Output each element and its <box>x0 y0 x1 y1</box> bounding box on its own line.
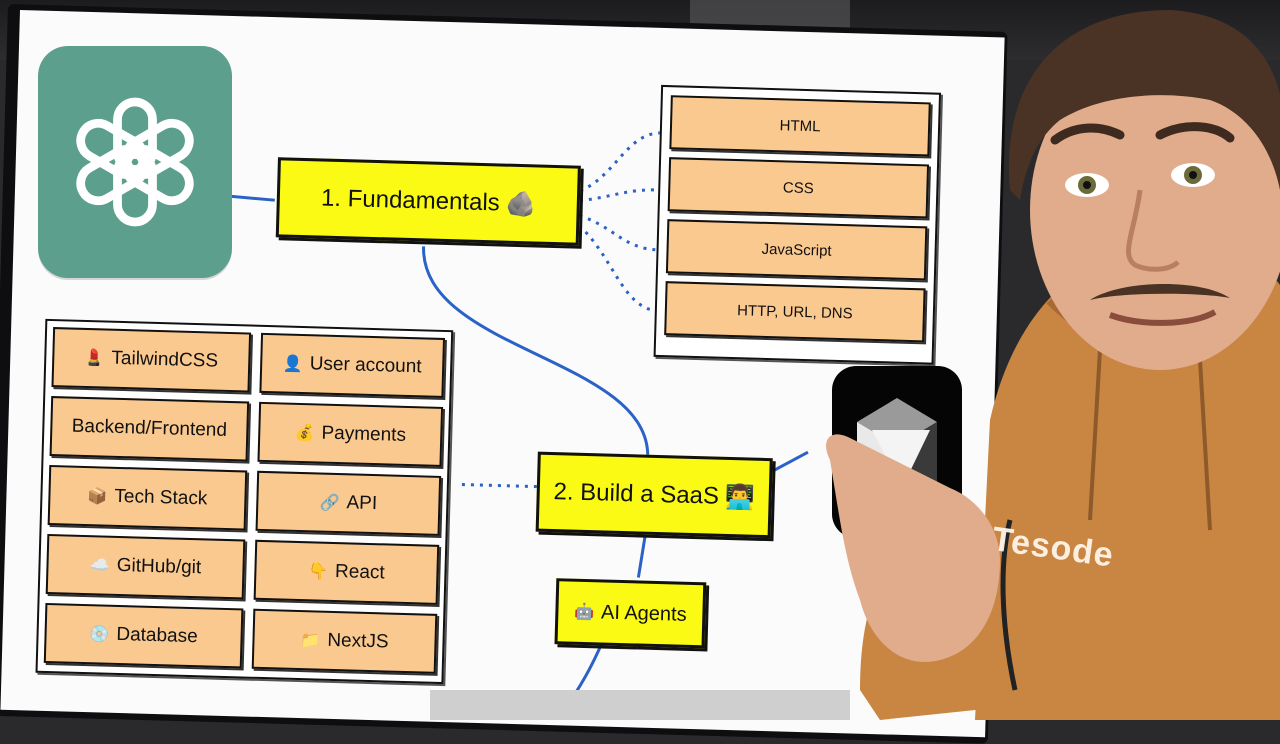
topic-label: User account <box>309 353 422 378</box>
topic-label: TailwindCSS <box>111 347 219 372</box>
chatgpt-logo-icon <box>38 46 232 278</box>
connector-saas-agents <box>636 532 648 578</box>
topic-label: Backend/Frontend <box>71 415 228 441</box>
folder-icon: 📁 <box>300 632 321 650</box>
robot-icon: 🤖 <box>573 603 595 622</box>
openai-knot-icon <box>76 97 194 227</box>
saas-topics-group: 💄 TailwindCSS 👤 User account Backend/Fro… <box>35 318 454 685</box>
node-fundamentals-label: 1. Fundamentals <box>320 184 501 217</box>
topic-backend-frontend[interactable]: Backend/Frontend <box>49 396 250 462</box>
money-bag-icon: 💰 <box>294 424 315 443</box>
topic-react[interactable]: 👇 React <box>253 539 440 605</box>
connector-javascript <box>579 214 659 252</box>
topic-label: Tech Stack <box>114 485 208 510</box>
connector-logo-fundamentals <box>224 194 275 202</box>
connector-saas-cursor <box>771 450 809 473</box>
monitor-stand <box>430 690 850 720</box>
presenter <box>826 10 1280 720</box>
node-ai-agents-label: AI Agents <box>600 600 687 626</box>
connector-saas-list <box>456 482 537 489</box>
technologist-icon: 👨‍💻 <box>724 483 756 512</box>
topic-tailwindcss[interactable]: 💄 TailwindCSS <box>51 327 252 393</box>
topic-api[interactable]: 🔗 API <box>255 470 442 536</box>
topic-label: Payments <box>321 422 407 446</box>
pointing-hand <box>826 434 1000 662</box>
rock-icon: 🪨 <box>505 190 536 218</box>
user-icon: 👤 <box>282 355 303 374</box>
topic-nextjs[interactable]: 📁 NextJS <box>251 608 438 674</box>
lipstick-icon: 💄 <box>84 349 105 368</box>
topic-label: React <box>334 561 385 584</box>
connector-fundamentals-saas <box>422 246 650 458</box>
node-build-saas-label: 2. Build a SaaS <box>553 478 720 510</box>
topic-label: API <box>346 492 378 515</box>
topic-user-account[interactable]: 👤 User account <box>259 332 446 398</box>
connector-html <box>579 131 662 193</box>
package-icon: 📦 <box>87 488 108 506</box>
topic-database[interactable]: 💿 Database <box>43 602 244 669</box>
topic-label: GitHub/git <box>116 554 202 579</box>
pointing-down-icon: 👇 <box>307 563 329 581</box>
node-fundamentals[interactable]: 1. Fundamentals 🪨 <box>275 157 581 246</box>
node-build-saas[interactable]: 2. Build a SaaS 👨‍💻 <box>535 451 773 539</box>
topic-github-git[interactable]: ☁️ GitHub/git <box>45 533 246 600</box>
topic-payments[interactable]: 💰 Payments <box>257 401 444 467</box>
topic-label: NextJS <box>327 629 389 653</box>
link-icon: 🔗 <box>319 494 340 513</box>
node-ai-agents[interactable]: 🤖 AI Agents <box>554 578 707 649</box>
connector-css <box>579 188 661 203</box>
connector-http <box>578 224 658 313</box>
hair <box>1008 10 1280 200</box>
cloud-icon: ☁️ <box>89 557 110 575</box>
topic-tech-stack[interactable]: 📦 Tech Stack <box>47 464 248 531</box>
topic-label: Database <box>116 623 198 648</box>
disc-icon: 💿 <box>89 626 110 644</box>
hoodie <box>975 250 1280 720</box>
